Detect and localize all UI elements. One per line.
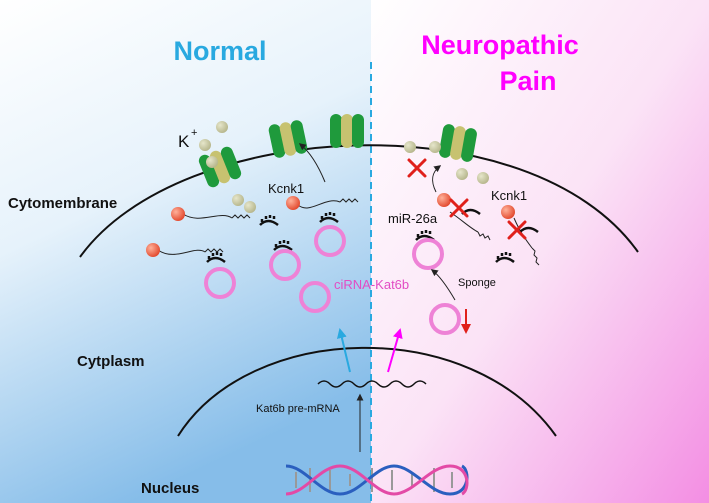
mirna-combs	[206, 208, 539, 264]
label-cytoplasm: Cytplasm	[77, 353, 145, 370]
blocked-x-marks	[407, 158, 527, 240]
label-mir-26a: miR-26a	[388, 211, 438, 226]
kcnk1-mrna-left-3	[286, 196, 359, 210]
kcnk1-mrna-left-1	[171, 207, 251, 221]
label-k-ion-charge: +	[191, 127, 197, 139]
circrna-rings	[204, 225, 461, 335]
export-arrow-pain	[387, 328, 403, 373]
label-k-ion: K	[178, 132, 190, 151]
label-sponge: Sponge	[458, 277, 496, 289]
ion-channel-center	[330, 114, 364, 148]
title-normal: Normal	[173, 36, 266, 66]
label-nucleus: Nucleus	[141, 480, 199, 497]
k-ions	[199, 121, 489, 213]
label-circrna: ciRNA-Kat6b	[334, 277, 409, 292]
nucleus-arc	[177, 346, 557, 437]
pre-mrna-strand	[317, 380, 427, 388]
dna-helix	[285, 464, 469, 496]
label-cytomembrane: Cytomembrane	[8, 195, 117, 212]
export-arrow-normal	[336, 328, 351, 373]
sponge-arrow	[430, 269, 456, 301]
kcnk1-mrna-left-2	[146, 243, 224, 257]
title-pain-line1: Neuropathic	[421, 30, 579, 60]
ion-channel-right	[439, 124, 477, 162]
label-kcnk1-right: Kcnk1	[491, 188, 527, 203]
pain-background	[371, 0, 709, 503]
translation-arrow-right	[432, 165, 442, 193]
label-pre-mrna: Kat6b pre-mRNA	[256, 403, 340, 415]
ion-channel-center-left	[268, 120, 308, 158]
label-kcnk1-left: Kcnk1	[268, 181, 304, 196]
title-pain-line2: Pain	[499, 66, 556, 96]
normal-background	[0, 0, 371, 503]
translation-arrow-left	[298, 143, 326, 183]
